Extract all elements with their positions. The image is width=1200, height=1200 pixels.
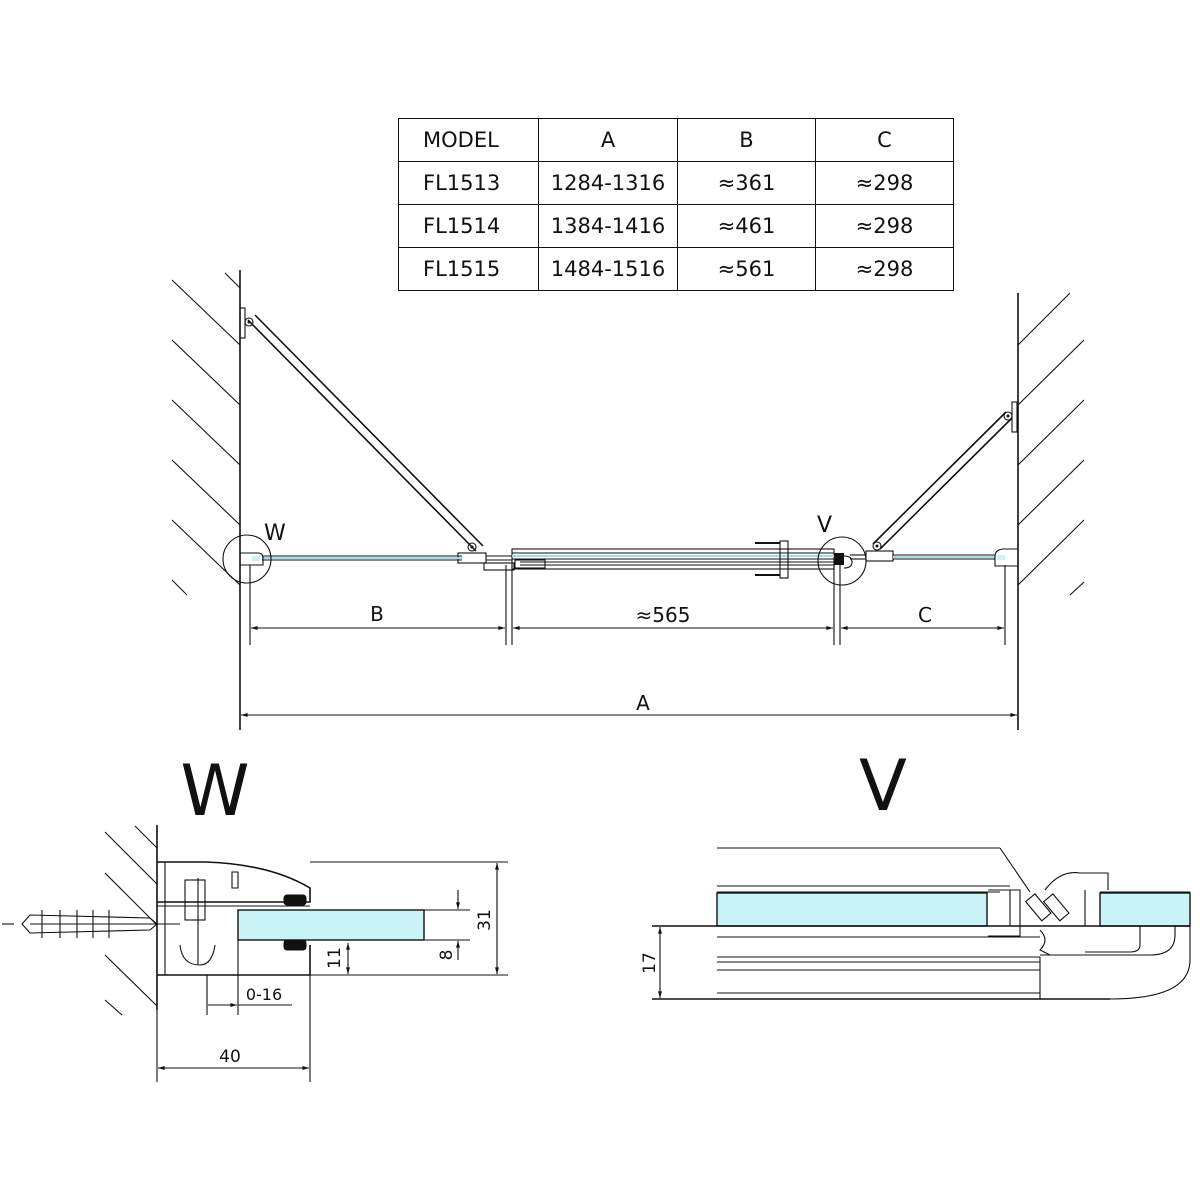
header-model: MODEL [398, 118, 539, 162]
header-b: B [677, 118, 816, 162]
magnetic-profiles [988, 872, 1109, 956]
left-wall [171, 270, 241, 730]
cell-model: FL1513 [398, 161, 539, 205]
detail-circle-v[interactable] [817, 536, 867, 586]
right-fixed-glass [850, 548, 1018, 567]
cell-a: 1384-1416 [538, 204, 678, 248]
cell-a: 1484-1516 [538, 247, 678, 291]
plan-view: W V B ≈565 C [171, 270, 1085, 730]
extension-lines [249, 565, 1006, 645]
cell-b: ≈361 [677, 161, 816, 205]
detail-label-w: W [264, 521, 286, 546]
sliding-glass-pane [716, 892, 988, 927]
wall-anchor [2, 910, 180, 938]
table-row: FL1513 1284-1316 ≈361 ≈298 [398, 161, 954, 205]
dim-label-b: B [370, 602, 384, 626]
dim-w-0-16: 0-16 [246, 985, 282, 1004]
dim-v-17: 17 [640, 952, 660, 974]
dim-label-a: A [636, 691, 650, 715]
cell-b: ≈461 [677, 204, 816, 248]
cell-model: FL1514 [398, 204, 539, 248]
header-c: C [815, 118, 954, 162]
cell-c: ≈298 [815, 204, 954, 248]
sliding-door [511, 540, 835, 579]
table-header-row: MODEL A B C [398, 118, 954, 162]
dim-label-c: C [918, 603, 932, 627]
dim-label-door: ≈565 [636, 603, 691, 627]
detail-v-title: V [859, 745, 907, 827]
detail-label-v: V [817, 513, 832, 538]
magnetic-closure [834, 553, 853, 569]
detail-circle-w[interactable] [222, 534, 272, 584]
detail-v: V 17 [640, 745, 1191, 1000]
cell-c: ≈298 [815, 161, 954, 205]
right-stabilizer-arm [865, 401, 1018, 562]
dim-w-8: 8 [437, 950, 457, 961]
fixed-glass-pane [1099, 892, 1191, 927]
cell-c: ≈298 [815, 247, 954, 291]
header-a: A [538, 118, 678, 162]
table-row: FL1514 1384-1416 ≈461 ≈298 [398, 204, 954, 248]
table-row: FL1515 1484-1516 ≈561 ≈298 [398, 247, 954, 291]
right-wall [1017, 292, 1085, 730]
cell-a: 1284-1316 [538, 161, 678, 205]
detail-w-title: W [180, 750, 249, 832]
dim-w-31: 31 [475, 909, 495, 931]
dim-w-40: 40 [219, 1047, 241, 1067]
door-handle [755, 540, 789, 579]
left-fixed-glass [262, 555, 515, 571]
detail-w: W [2, 750, 508, 1082]
cell-b: ≈561 [677, 247, 816, 291]
left-wall-profile [240, 552, 264, 566]
dim-w-11: 11 [325, 947, 345, 969]
cell-model: FL1515 [398, 247, 539, 291]
model-spec-table: MODEL A B C FL1513 1284-1316 ≈361 ≈298 F… [398, 118, 954, 291]
glass-pane [237, 909, 425, 941]
